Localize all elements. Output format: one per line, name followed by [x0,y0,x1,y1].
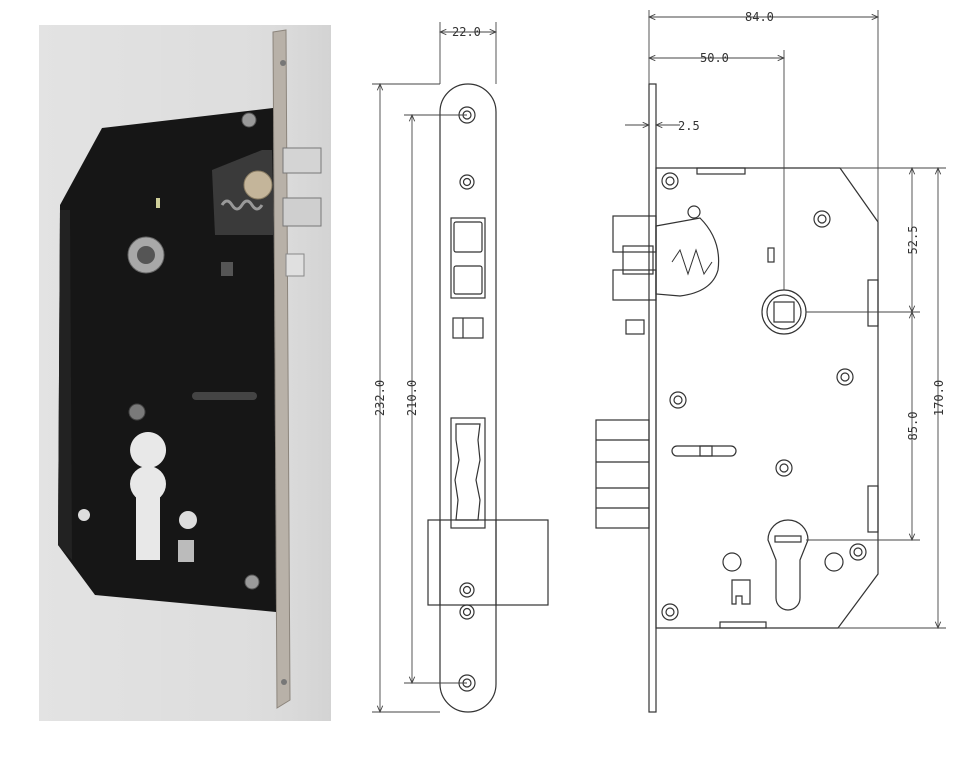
front-view [427,83,549,713]
front-dimensions [372,22,496,712]
side-spindle-hub [761,289,807,335]
side-faceplate [648,83,657,713]
photo-screw [241,112,257,128]
side-dimensions [625,10,946,628]
lock-photo [39,25,331,721]
photo-latch-bolt [282,147,322,174]
side-lock-case [655,167,879,629]
side-cylinder-cutout [767,519,809,611]
side-view [595,83,879,713]
front-latch-opening [450,217,486,299]
side-center-label: 85.0 [906,412,920,441]
front-width-label: 22.0 [452,25,481,39]
side-deadbolt [595,419,650,529]
side-case-height-label: 170.0 [932,380,946,416]
front-height-label: 232.0 [373,380,387,416]
front-pitch-label: 210.0 [405,380,419,416]
side-offset-label: 52.5 [906,226,920,255]
side-screw [661,172,679,190]
front-faceplate [439,83,497,713]
front-deadbolt [427,519,549,606]
side-depth-label: 84.0 [745,10,774,24]
side-backset-label: 50.0 [700,51,729,65]
side-thickness-label: 2.5 [678,119,700,133]
front-deadbolt-opening [450,417,486,529]
